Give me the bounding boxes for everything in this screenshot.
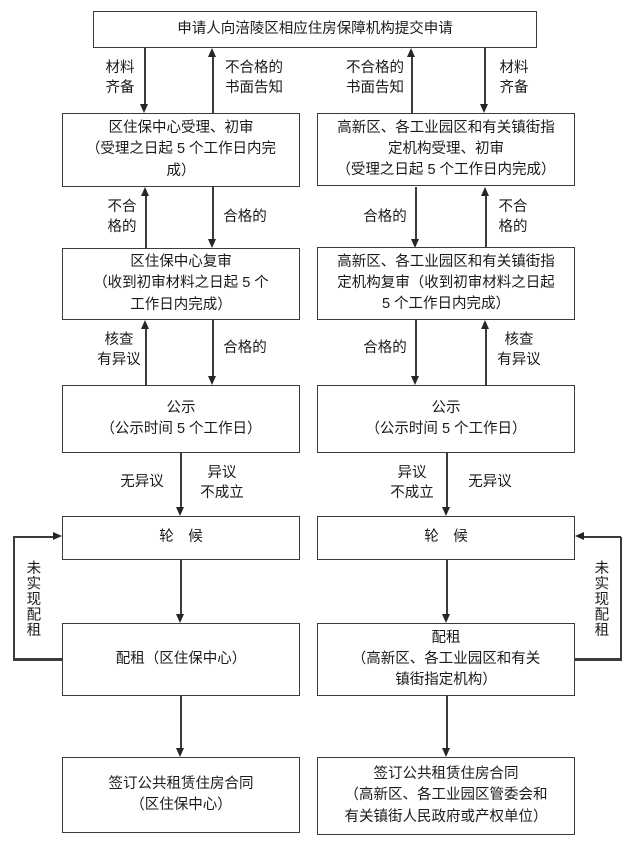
box-left-acceptance-initial-review: 区住保中心受理、初审 （受理之日起 5 个工作日内完 成）: [62, 113, 300, 187]
edge-label-qualified-left-1: 合格的: [223, 209, 267, 225]
flow-line-right-unqualified-up: [485, 196, 487, 248]
box-submit-application: 申请人向涪陵区相应住房保障机构提交申请: [93, 11, 537, 48]
flow-line-left-notice-up: [212, 57, 214, 113]
arrowhead-down: [442, 748, 450, 757]
arrowhead-up: [481, 320, 489, 329]
box-left-re-review: 区住保中心复审 （收到初审材料之日起 5 个 工作日内完成）: [62, 248, 300, 320]
arrowhead-up: [481, 187, 489, 196]
edge-label-no-objection-right: 无异议: [468, 474, 512, 490]
box-right-contract-signing: 签订公共租赁住房合同 （高新区、各工业园区管委会和 有关镇街人民政府或产权单位）: [317, 757, 575, 835]
flow-line-right-qualified-down: [415, 187, 417, 241]
edge-label-check-objection-right: 核查 有异议: [497, 332, 541, 368]
flow-line-right-to-waitlist: [446, 453, 448, 509]
edge-label-not-allocated-left: 未实现配租: [24, 560, 41, 638]
flow-line-right-materials-down: [484, 48, 486, 106]
arrowhead-down: [480, 104, 488, 113]
box-right-allocation: 配租 （高新区、各工业园区和有关 镇街指定机构）: [317, 623, 575, 696]
feedback-line-left-vertical: [13, 537, 15, 661]
flow-line-left-qualified2-down: [212, 320, 214, 378]
flow-line-right-qualified2-down: [415, 320, 417, 378]
edge-label-unqualified-left: 不合 格的: [107, 199, 137, 235]
box-left-publicity: 公示 （公示时间 5 个工作日）: [62, 385, 300, 453]
flow-line-left-to-waitlist: [180, 453, 182, 509]
arrowhead-down: [442, 614, 450, 623]
flow-line-right-notice-up: [411, 57, 413, 113]
arrowhead-up: [141, 187, 149, 196]
arrowhead-up: [407, 48, 415, 57]
feedback-line-left-top: [13, 536, 53, 538]
edge-label-written-notice-left: 不合格的 书面告知: [225, 60, 283, 96]
edge-label-materials-ready-right: 材料 齐备: [499, 60, 529, 96]
box-right-re-review: 高新区、各工业园区和有关镇街指 定机构复审（收到初审材料之日起 5 个工作日内完…: [317, 247, 575, 320]
edge-label-written-notice-right: 不合格的 书面告知: [346, 60, 404, 96]
arrowhead-up: [208, 48, 216, 57]
feedback-line-right-bottom: [575, 658, 622, 661]
flow-line-right-to-contract: [446, 696, 448, 750]
flow-line-left-to-contract: [180, 696, 182, 750]
edge-label-objection-invalid-left: 异议 不成立: [200, 465, 244, 501]
arrowhead-left: [575, 532, 584, 540]
box-right-waitlist: 轮 候: [317, 516, 575, 560]
box-right-acceptance-initial-review: 高新区、各工业园区和有关镇街指 定机构受理、初审 （受理之日起 5 个工作日内完…: [317, 113, 575, 186]
edge-label-materials-ready-left: 材料 齐备: [105, 60, 135, 96]
arrowhead-down: [176, 614, 184, 623]
edge-label-qualified-left-2: 合格的: [223, 340, 267, 356]
arrowhead-right: [53, 532, 62, 540]
edge-label-no-objection-left: 无异议: [120, 474, 164, 490]
edge-label-unqualified-right: 不合 格的: [498, 199, 528, 235]
edge-label-check-objection-left: 核查 有异议: [97, 332, 141, 368]
box-right-publicity: 公示 （公示时间 5 个工作日）: [317, 385, 575, 453]
edge-label-not-allocated-right: 未实现配租: [592, 560, 609, 638]
arrowhead-down: [208, 376, 216, 385]
arrowhead-down: [208, 239, 216, 248]
box-left-contract-signing: 签订公共租赁住房合同 （区住保中心）: [62, 757, 300, 833]
feedback-line-right-top: [584, 536, 621, 538]
box-left-allocation: 配租（区住保中心）: [62, 623, 300, 696]
flow-line-left-materials-down: [144, 48, 146, 106]
feedback-line-left-bottom: [13, 658, 62, 661]
flow-line-left-to-allocation: [180, 560, 182, 616]
arrowhead-down: [442, 507, 450, 516]
flow-line-left-objection-up: [145, 329, 147, 385]
edge-label-qualified-right-2: 合格的: [363, 340, 407, 356]
arrowhead-down: [176, 507, 184, 516]
arrowhead-down: [140, 104, 148, 113]
box-left-waitlist: 轮 候: [62, 516, 300, 560]
arrowhead-down: [176, 748, 184, 757]
arrowhead-down: [411, 376, 419, 385]
arrowhead-up: [141, 320, 149, 329]
flow-line-left-qualified-down: [212, 187, 214, 241]
flow-line-left-unqualified-up: [145, 196, 147, 248]
flow-line-right-to-allocation: [446, 560, 448, 616]
feedback-line-right-vertical: [620, 537, 622, 661]
edge-label-objection-invalid-right: 异议 不成立: [390, 465, 434, 501]
flow-line-right-objection-up: [485, 329, 487, 385]
arrowhead-down: [411, 239, 419, 248]
edge-label-qualified-right-1: 合格的: [363, 209, 407, 225]
